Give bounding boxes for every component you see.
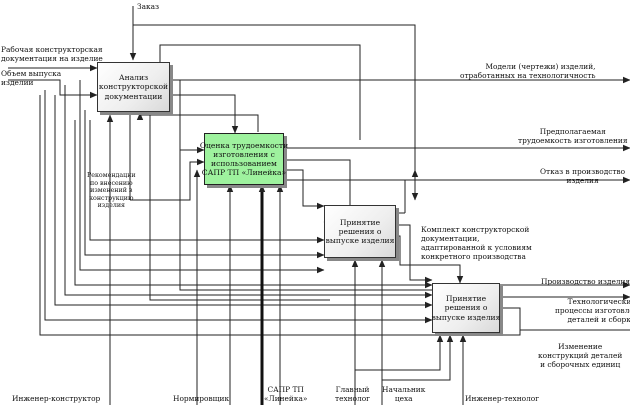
activity-estimate-label: Оценка трудоемкости изготовления с испол…: [199, 140, 289, 178]
activity-estimate-box: Оценка трудоемкости изготовления с испол…: [200, 133, 288, 185]
activity-decision-2-box: Принятие решения о выпуске изделия: [432, 283, 500, 333]
volume-label: Объем выпуска изделий: [1, 69, 62, 87]
production-output-label: Производство изделия: [541, 277, 630, 286]
activity-decision-2-label: Принятие решения о выпуске изделия: [431, 294, 501, 322]
order-label: Заказ: [137, 2, 160, 11]
refusal-output-label: Отказ в производство изделия: [540, 167, 626, 185]
shop-head-label: Начальник цеха: [382, 385, 426, 403]
cad-system-label: САПР ТП «Линейка»: [264, 385, 308, 403]
activity-decision-1-box: Принятие решения о выпуске изделия: [324, 205, 396, 258]
recommendations-label: Рекомендации по внесению изменений в кон…: [87, 172, 136, 210]
normer-label: Нормировщик: [173, 394, 230, 403]
chief-technologist-label: Главный технолог: [335, 385, 371, 403]
activity-analysis-box: Анализ конструкторской документации: [97, 62, 170, 112]
adapted-docs-output-label: Комплект конструкторской документации, а…: [421, 225, 532, 261]
activity-decision-1-label: Принятие решения о выпуске изделия: [325, 217, 395, 246]
labor-output-label: Предполагаемая трудоемкость изготовления: [518, 127, 628, 145]
documentation-label: Рабочая конструкторская документация на …: [1, 45, 103, 63]
process-engineer-label: Инженер-технолог: [465, 394, 540, 403]
processes-output-label: Технологические процессы изготовления де…: [555, 297, 630, 324]
design-engineer-label: Инженер-конструктор: [12, 394, 101, 403]
models-output-label: Модели (чертежи) изделий, отработанных н…: [460, 62, 596, 80]
activity-analysis-label: Анализ конструкторской документации: [98, 73, 169, 101]
changes-output-label: Изменение конструкций деталей и сборочны…: [538, 342, 623, 369]
